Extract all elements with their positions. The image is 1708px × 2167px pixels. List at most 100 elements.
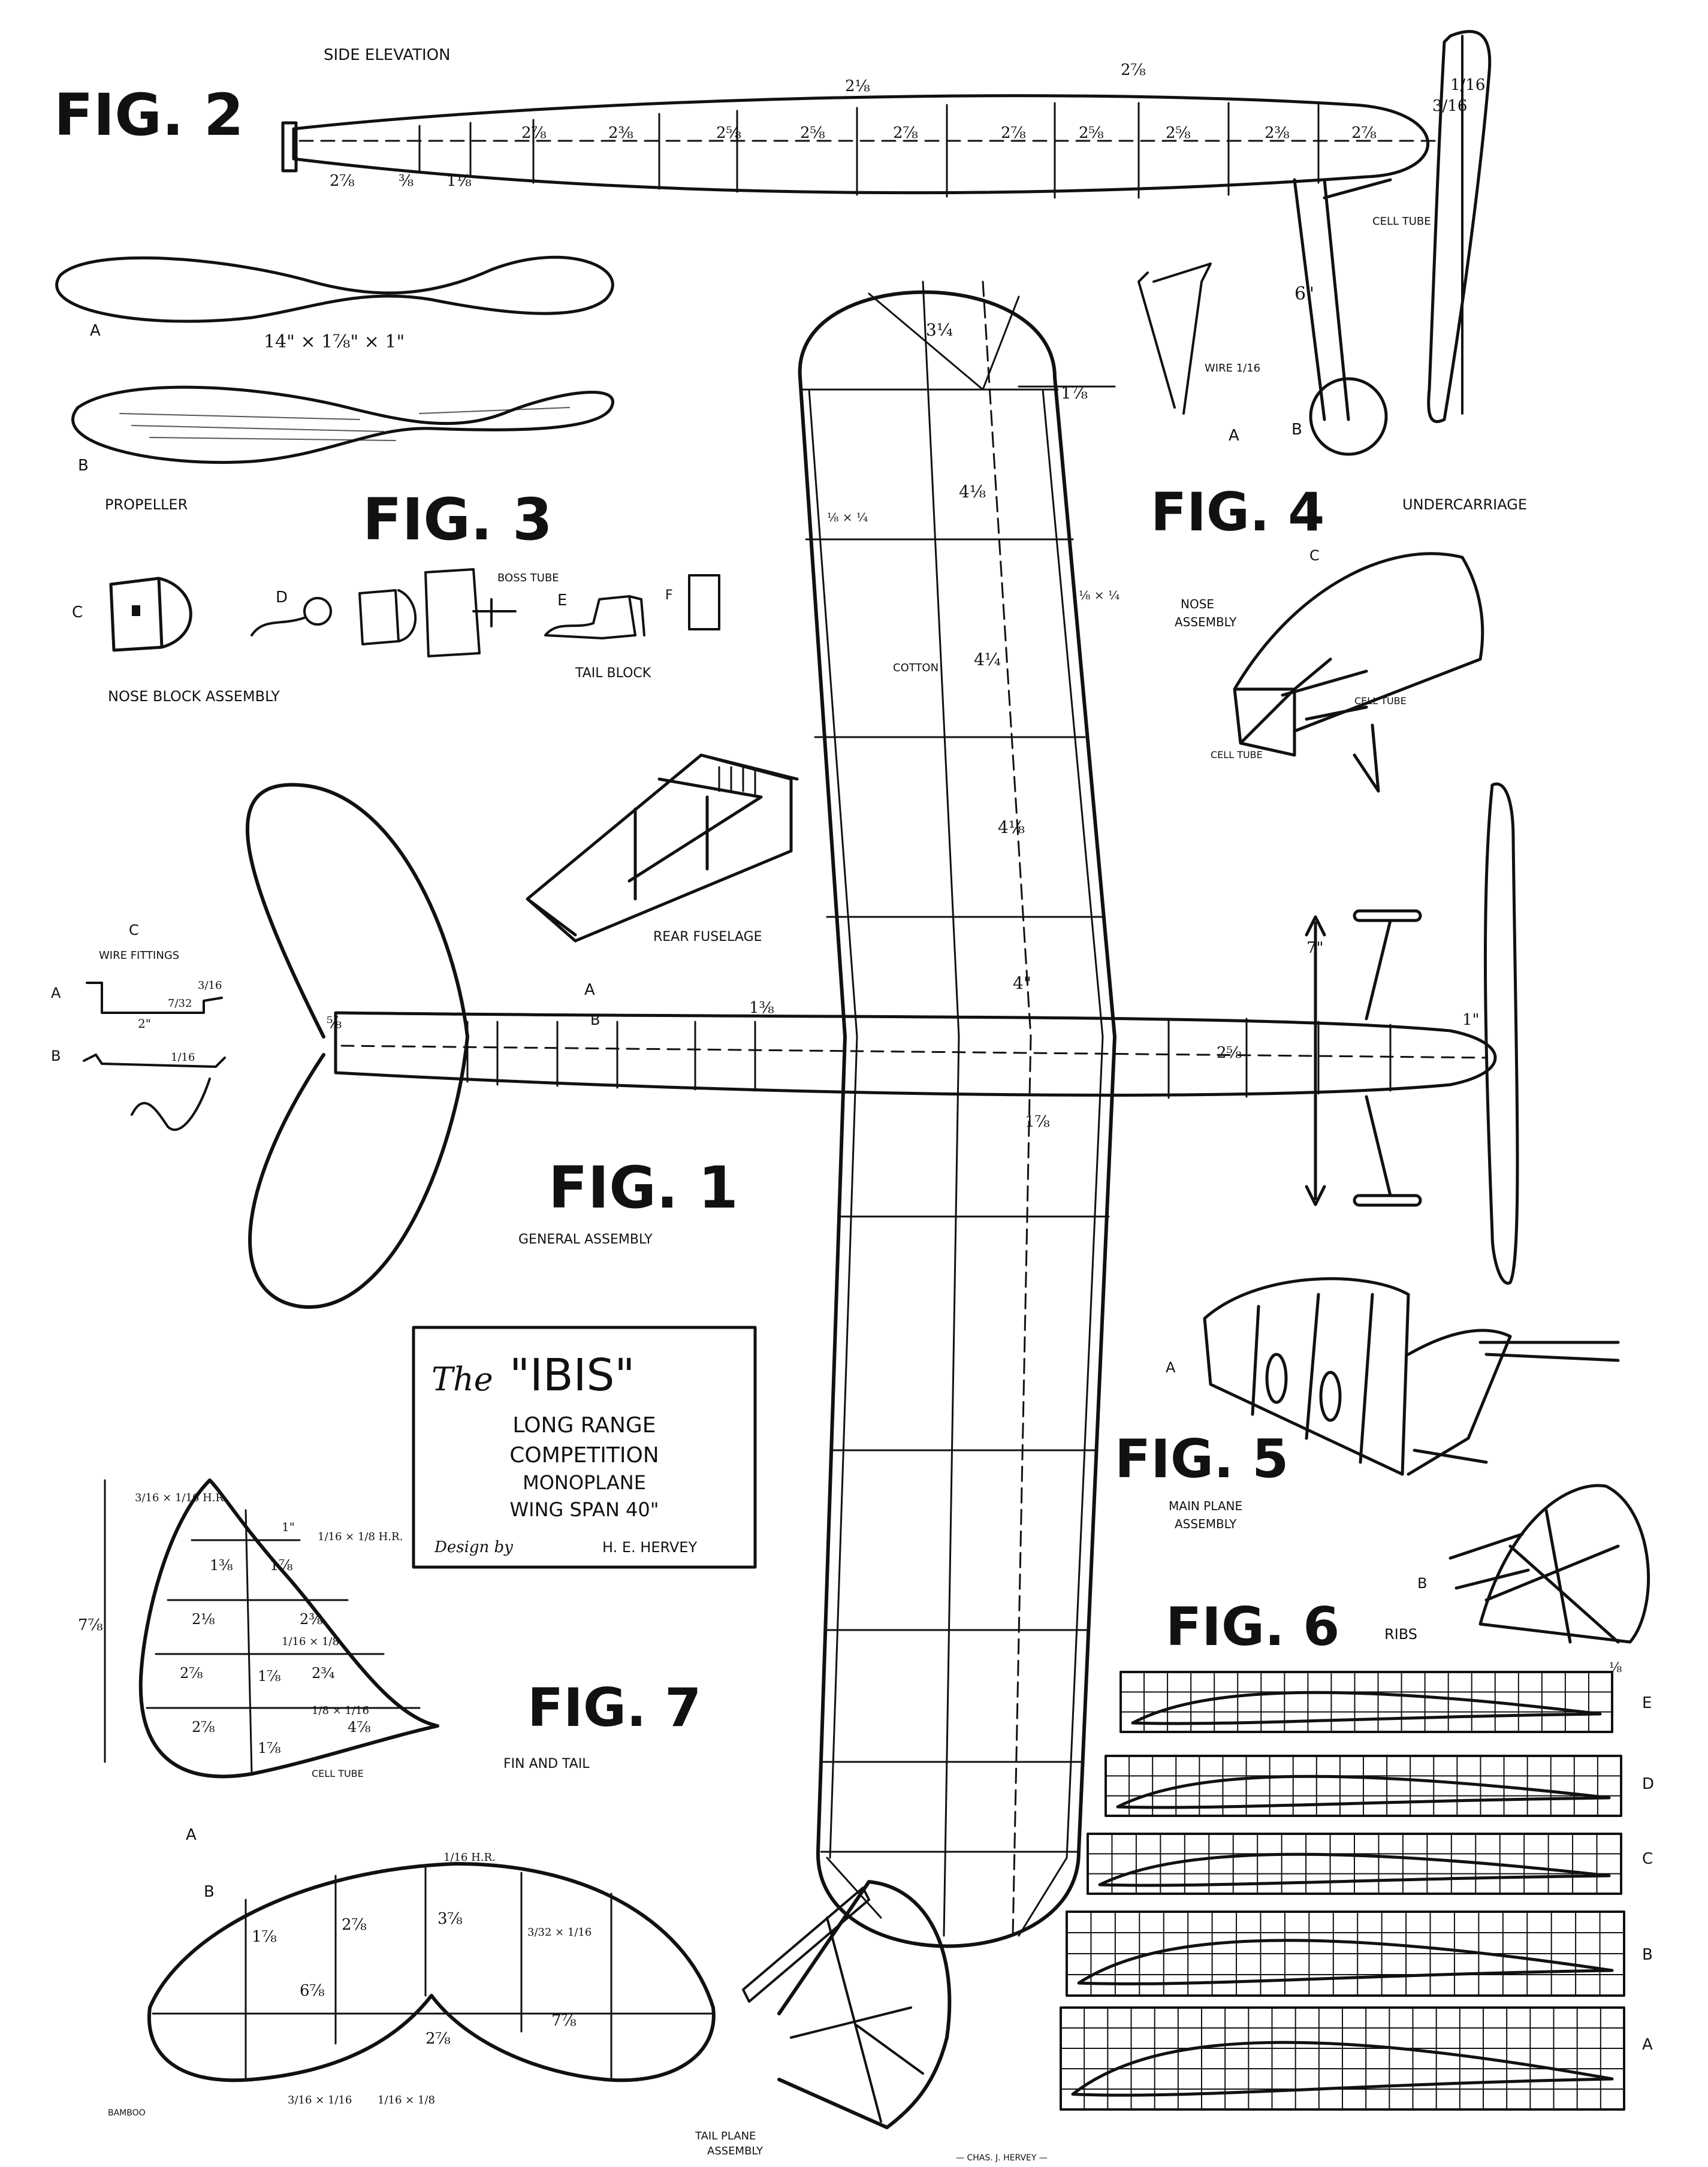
side-fuselage-outline — [292, 94, 1430, 195]
svg-text:14" × 1⅞" × 1": 14" × 1⅞" × 1" — [264, 331, 405, 352]
tailplane-b-spars: 1/16 H.R. 3/32 × 1/16 3/16 × 1/16 1/16 ×… — [288, 1851, 592, 2106]
svg-text:1⅞: 1⅞ — [258, 1668, 281, 1685]
tail-plane-assembly: TAIL PLANE ASSEMBLY — [695, 1880, 952, 2157]
svg-text:CELL TUBE: CELL TUBE — [1354, 695, 1407, 707]
rib-c — [1087, 1833, 1622, 1895]
svg-text:⅛ × ¼: ⅛ × ¼ — [827, 510, 868, 524]
svg-text:TAIL BLOCK: TAIL BLOCK — [575, 666, 651, 681]
svg-text:4¼: 4¼ — [974, 650, 1001, 669]
svg-text:3/16: 3/16 — [198, 979, 222, 992]
svg-text:TAIL PLANE: TAIL PLANE — [695, 2130, 756, 2142]
svg-text:2⅞: 2⅞ — [893, 124, 918, 142]
svg-text:2⅞: 2⅞ — [1351, 124, 1377, 142]
fig4-label: FIG. 4 — [1151, 481, 1324, 543]
svg-text:WIRE 1/16: WIRE 1/16 — [1205, 362, 1260, 375]
propeller-drawing: A 14" × 1⅞" × 1" B PROPELLER — [55, 255, 614, 513]
main-wing-plan: 3¼ 4⅛ 4¼ 4⅛ 4" 1⅞ ⅛ × ¼ ⅛ × ¼ COTTON — [798, 280, 1119, 1948]
svg-text:2⅞: 2⅞ — [330, 172, 355, 190]
svg-text:Design by: Design by — [434, 1538, 513, 1556]
svg-text:NOSE BLOCK ASSEMBLY: NOSE BLOCK ASSEMBLY — [108, 688, 280, 705]
svg-text:2⅝: 2⅝ — [800, 124, 825, 142]
svg-text:1/8 × 1/16: 1/8 × 1/16 — [312, 1704, 369, 1717]
svg-text:B: B — [590, 1012, 600, 1028]
svg-text:4": 4" — [1013, 973, 1031, 993]
propeller-plan — [1483, 782, 1519, 1285]
svg-text:2⅝: 2⅝ — [1166, 124, 1191, 142]
svg-text:2¾: 2¾ — [312, 1665, 335, 1682]
fin-spar-notes: 3/16 × 1/16 H.R. 1/16 × 1/8 H.R. 1/16 × … — [135, 1492, 403, 1717]
rib-a — [1060, 2006, 1625, 2111]
svg-text:1/16 H.R.: 1/16 H.R. — [443, 1851, 496, 1864]
rear-fuselage-frame — [526, 753, 799, 943]
svg-text:2⅝: 2⅝ — [1079, 124, 1104, 142]
svg-text:COTTON: COTTON — [893, 662, 939, 674]
svg-text:⅛ × ¼: ⅛ × ¼ — [1079, 588, 1119, 602]
svg-text:GENERAL ASSEMBLY: GENERAL ASSEMBLY — [518, 1232, 653, 1247]
wing-ribs — [799, 388, 1110, 1937]
svg-text:ASSEMBLY: ASSEMBLY — [707, 2145, 764, 2157]
svg-text:1/16 × 1/8: 1/16 × 1/8 — [282, 1635, 339, 1648]
svg-text:3/16 × 1/16 H.R.: 3/16 × 1/16 H.R. — [135, 1492, 227, 1504]
svg-text:WING SPAN 40": WING SPAN 40" — [510, 1498, 659, 1521]
svg-text:2⅞: 2⅞ — [521, 124, 547, 142]
side-undercarriage — [1293, 178, 1392, 456]
svg-text:1⅛: 1⅛ — [446, 172, 472, 190]
svg-text:6": 6" — [1294, 283, 1314, 304]
title-box-frame — [412, 1326, 757, 1569]
svg-text:7/32: 7/32 — [168, 997, 192, 1010]
svg-text:E: E — [1642, 1694, 1652, 1712]
svg-text:7⅞: 7⅞ — [78, 1616, 103, 1634]
svg-text:4⅞: 4⅞ — [348, 1719, 371, 1736]
tailplane-b-ribs — [152, 1866, 714, 2081]
svg-text:1⅞: 1⅞ — [1025, 1113, 1050, 1131]
svg-text:CELL TUBE: CELL TUBE — [1372, 215, 1431, 228]
rib-b — [1066, 1911, 1625, 1997]
svg-text:B: B — [1642, 1946, 1653, 1964]
fig5-label: FIG. 5 — [1115, 1428, 1288, 1490]
fin-outline — [138, 1478, 439, 1779]
svg-text:BOSS TUBE: BOSS TUBE — [497, 572, 559, 584]
propeller-side-b — [71, 385, 614, 464]
svg-text:1": 1" — [1462, 1011, 1480, 1029]
rib-d — [1105, 1755, 1622, 1817]
svg-text:⅝: ⅝ — [327, 1014, 342, 1032]
svg-text:A: A — [90, 322, 101, 340]
title-box: The "IBIS" LONG RANGE COMPETITION MONOPL… — [412, 1326, 757, 1569]
svg-text:2⅛: 2⅛ — [192, 1611, 215, 1628]
svg-text:A: A — [186, 1826, 197, 1844]
svg-text:The: The — [431, 1360, 493, 1398]
svg-text:1": 1" — [282, 1520, 295, 1534]
nose-block-c — [109, 577, 192, 652]
tailplane-b-dimensions: 1⅞ 2⅞ 3⅞ 6⅞ 7⅞ 2⅞ — [252, 1910, 577, 2048]
svg-text:2⅞: 2⅞ — [342, 1916, 367, 1934]
side-dimension-labels: 2⅞ 2⅜ 2⅝ 2⅝ 2⅞ 2⅞ 2⅝ 2⅝ 2⅜ 2⅞ 2⅛ 2⅞ 2⅞ ⅜… — [330, 61, 1485, 190]
svg-text:COMPETITION: COMPETITION — [509, 1443, 659, 1468]
svg-text:B: B — [1291, 421, 1302, 439]
svg-text:MONOPLANE: MONOPLANE — [523, 1471, 646, 1494]
svg-text:MAIN PLANE: MAIN PLANE — [1169, 1499, 1242, 1513]
fig3-label: FIG. 3 — [363, 486, 553, 553]
svg-text:WIRE FITTINGS: WIRE FITTINGS — [99, 949, 179, 962]
main-plane-a — [1203, 1277, 1620, 1476]
svg-text:1⅞: 1⅞ — [270, 1557, 293, 1574]
svg-text:⅜: ⅜ — [399, 172, 414, 190]
fig2-label: FIG. 2 — [54, 82, 244, 149]
svg-text:1⅜: 1⅜ — [749, 999, 774, 1017]
svg-text:C: C — [1309, 547, 1320, 564]
propeller-caption: PROPELLER — [105, 496, 188, 513]
svg-text:2⅞: 2⅞ — [1001, 124, 1026, 142]
svg-text:1/16: 1/16 — [1450, 76, 1485, 94]
svg-text:3/32 × 1/16: 3/32 × 1/16 — [527, 1926, 592, 1939]
fin-dimensions: 1⅜ 1⅞ 2⅛ 2⅜ 2⅞ 2¾ 2⅞ 1⅞ 1⅞ 4⅞ — [180, 1557, 371, 1756]
svg-text:D: D — [1642, 1775, 1654, 1793]
wing-dimensions: 3¼ 4⅛ 4¼ 4⅛ 4" 1⅞ ⅛ × ¼ ⅛ × ¼ — [827, 320, 1119, 993]
svg-text:CELL TUBE: CELL TUBE — [1211, 749, 1263, 760]
svg-text:A: A — [1166, 1359, 1176, 1376]
wire-fitting-b — [83, 1054, 226, 1131]
svg-text:A: A — [584, 981, 595, 999]
nose-assembly-c — [1233, 552, 1484, 793]
general-assembly: ⅝ 1⅜ 2⅝ 1" 1⅞ 7" B FIG. 1 GENERAL ASSEMB… — [245, 782, 1519, 1309]
fig7-label: FIG. 7 — [527, 1677, 701, 1739]
rib-e — [1119, 1671, 1613, 1733]
nose-block-d — [251, 568, 517, 657]
